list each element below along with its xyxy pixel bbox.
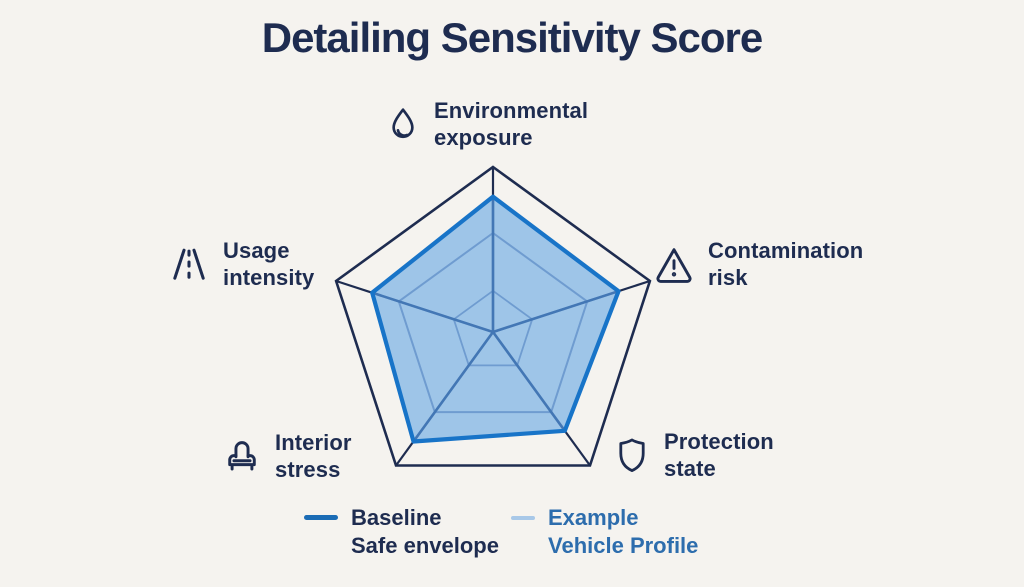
- legend-baseline-line2: Safe envelope: [351, 533, 499, 558]
- axis-label: Environmental exposure: [434, 97, 588, 151]
- axis-protection-state: Protection state: [611, 428, 774, 482]
- axis-label-line2: stress: [275, 457, 341, 482]
- axis-usage-intensity: Usage intensity: [166, 237, 314, 291]
- axis-label-line1: Usage: [223, 238, 290, 263]
- example-profile-polygon: [397, 232, 589, 414]
- radar-inner-spoke: [491, 289, 620, 334]
- baseline-area-fill: [372, 196, 619, 442]
- axis-label-line1: Protection: [664, 429, 774, 454]
- axis-label: Protection state: [664, 428, 774, 482]
- axis-label-line1: Interior: [275, 430, 352, 455]
- legend-baseline-text: Baseline Safe envelope: [351, 504, 499, 560]
- road-icon: [166, 241, 212, 287]
- axis-label-line2: state: [664, 456, 716, 481]
- page-title: Detailing Sensitivity Score: [261, 14, 764, 61]
- baseline-swatch: [304, 515, 338, 520]
- axis-label: Interior stress: [275, 429, 352, 483]
- axis-environmental-exposure: Environmental exposure: [383, 97, 588, 151]
- shield-icon: [611, 430, 653, 480]
- axis-label-line2: exposure: [434, 125, 533, 150]
- axis-label-line2: risk: [708, 265, 748, 290]
- legend-item-baseline: Baseline Safe envelope: [304, 504, 499, 560]
- water-drop-icon: [383, 99, 423, 149]
- axis-label-line1: Contamination: [708, 238, 864, 263]
- legend-example-line2: Vehicle Profile: [548, 533, 699, 558]
- axis-label: Usage intensity: [223, 237, 314, 291]
- axis-contamination-risk: Contamination risk: [651, 237, 863, 291]
- axis-label: Contamination risk: [708, 237, 863, 291]
- example-swatch: [511, 516, 535, 520]
- radar-inner-spoke: [412, 330, 495, 443]
- axis-label-line2: intensity: [223, 265, 315, 290]
- radar-grid-ring: [452, 289, 534, 367]
- armchair-icon: [220, 431, 264, 481]
- legend-example-text: Example Vehicle Profile: [548, 504, 698, 560]
- legend-baseline-line1: Baseline: [351, 505, 442, 530]
- axis-label-line1: Environmental: [434, 98, 589, 123]
- baseline-outline: [370, 194, 621, 444]
- warning-triangle-icon: [651, 242, 697, 286]
- radar-inner-spoke: [491, 330, 567, 433]
- legend-example-line1: Example: [548, 505, 639, 530]
- radar-inner-spoke: [370, 291, 495, 334]
- legend-item-example: Example Vehicle Profile: [511, 504, 698, 560]
- radar-frame-pentagon: [334, 165, 652, 467]
- axis-interior-stress: Interior stress: [220, 429, 352, 483]
